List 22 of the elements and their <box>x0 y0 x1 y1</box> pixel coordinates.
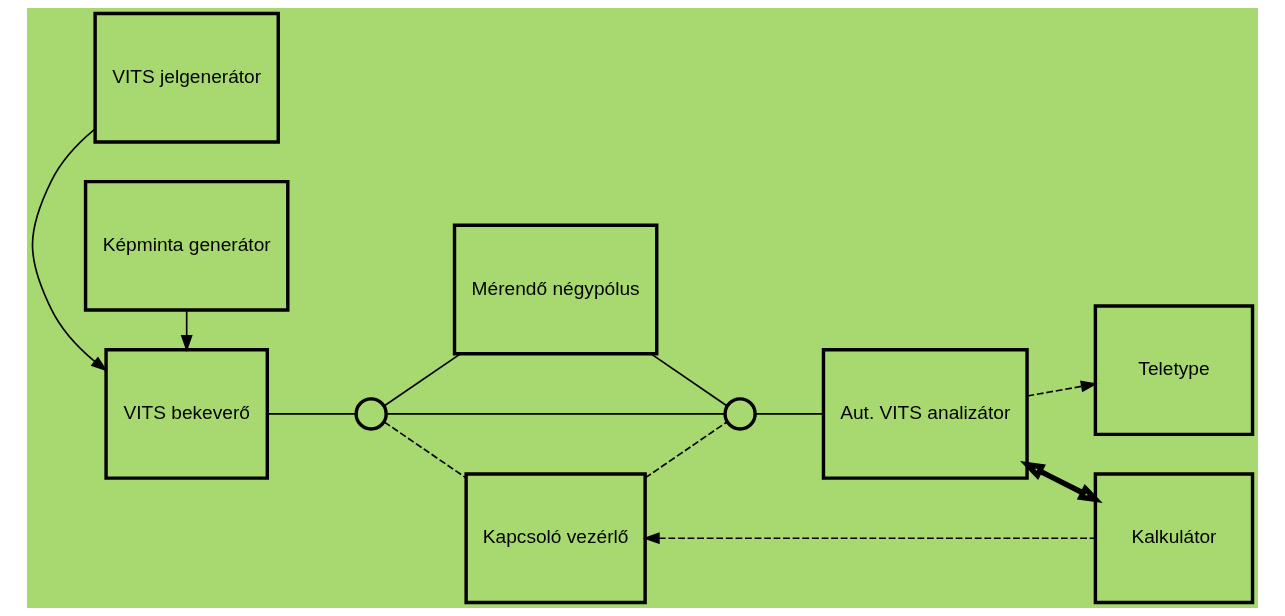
arrow <box>1020 461 1103 503</box>
node-box: VITS jelgenerátor <box>93 11 280 144</box>
connector <box>383 353 461 407</box>
arrow <box>642 532 1097 545</box>
node-box: Kapcsoló vezérlő <box>464 472 647 605</box>
node-switch <box>354 397 388 431</box>
connector <box>754 413 825 415</box>
node-box: Aut. VITS analizátor <box>821 347 1029 480</box>
connector <box>383 421 467 479</box>
node-box: VITS bekeverő <box>104 347 269 480</box>
arrow <box>180 309 193 353</box>
connector <box>385 413 726 415</box>
node-box: Teletype <box>1093 304 1255 437</box>
node-box: Mérendő négypólus <box>452 223 659 356</box>
arrow <box>1026 380 1098 397</box>
connector <box>644 421 728 479</box>
arrow <box>31 128 108 372</box>
node-box: Kalkulátor <box>1093 472 1255 605</box>
node-switch <box>723 397 757 431</box>
connector <box>266 413 357 415</box>
connector <box>650 353 728 407</box>
node-box: Képminta generátor <box>83 179 290 312</box>
